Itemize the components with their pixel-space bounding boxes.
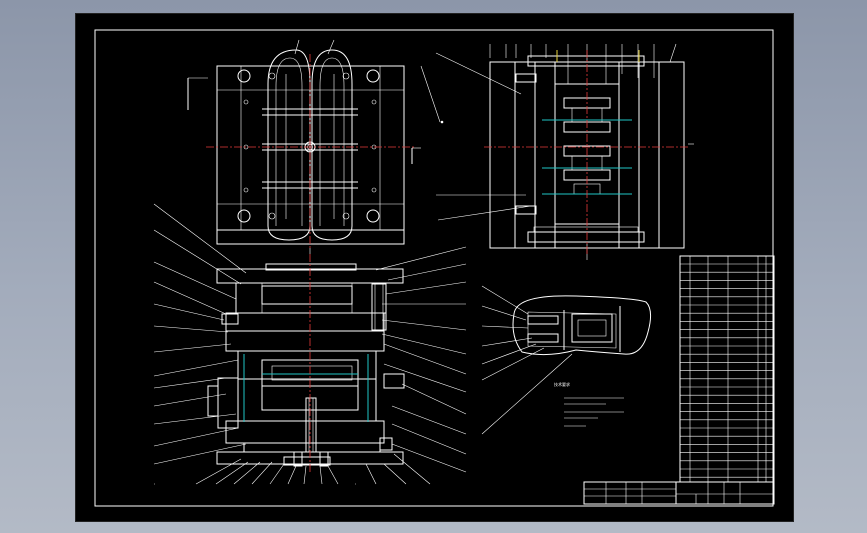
drawing-sheet: 技术要求 — [75, 13, 794, 522]
plan-view — [187, 39, 444, 254]
title-block — [583, 481, 775, 505]
side-section-view — [435, 43, 694, 260]
detail-view — [481, 285, 652, 435]
mold-assembly-drawing: 技术要求 — [94, 29, 775, 507]
front-section-view — [153, 203, 467, 485]
notes-heading: 技术要求 — [554, 381, 570, 387]
parts-list-table — [679, 255, 775, 483]
inner-frame — [94, 29, 774, 507]
technical-notes: 技术要求 — [554, 381, 624, 427]
